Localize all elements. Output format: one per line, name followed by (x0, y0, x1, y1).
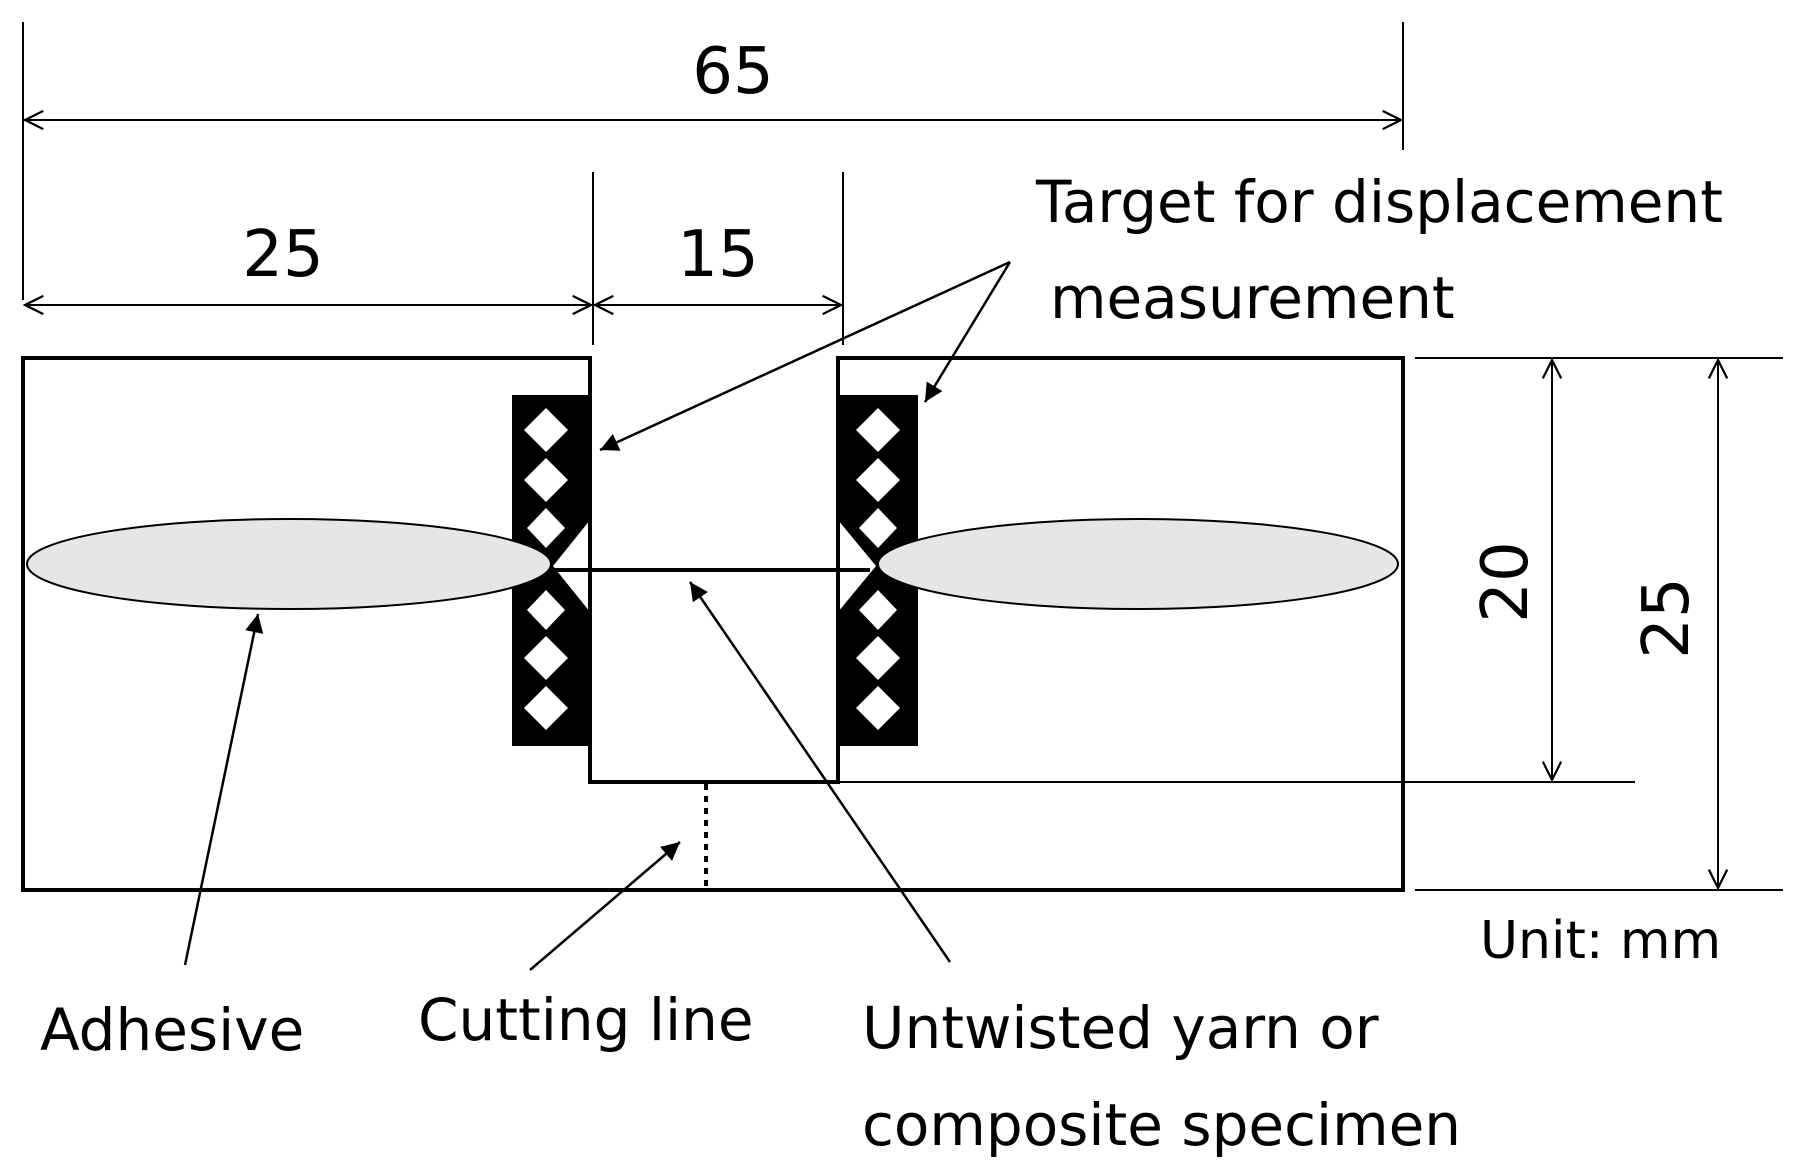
leader-adhesive (183, 613, 264, 966)
leader-target-left (599, 260, 1011, 452)
dimension-label-25-width: 25 (1630, 577, 1704, 658)
label-specimen-line1: Untwisted yarn or (862, 994, 1379, 1062)
extension-lines (22, 22, 1783, 891)
dimension-label-25-tab: 25 (242, 218, 323, 292)
displacement-target-left (512, 395, 590, 746)
dimension-label-15: 15 (677, 218, 758, 292)
leader-target-right (923, 261, 1012, 403)
displacement-target-right (838, 395, 918, 746)
adhesive-right (877, 518, 1399, 610)
leader-cutting-line (529, 841, 681, 971)
label-specimen-line2: composite specimen (862, 1091, 1461, 1159)
label-cutting-line: Cutting line (418, 986, 754, 1054)
leader-specimen (688, 581, 952, 963)
adhesive-left (26, 518, 552, 610)
label-target-line1: Target for displacement (1035, 168, 1723, 236)
dimension-label-65: 65 (692, 35, 773, 109)
label-target-line2: measurement (1050, 264, 1455, 332)
label-adhesive: Adhesive (40, 996, 304, 1064)
label-unit: Unit: mm (1480, 911, 1721, 971)
dimension-label-20: 20 (1469, 541, 1543, 622)
specimen-frame (21, 356, 1405, 892)
